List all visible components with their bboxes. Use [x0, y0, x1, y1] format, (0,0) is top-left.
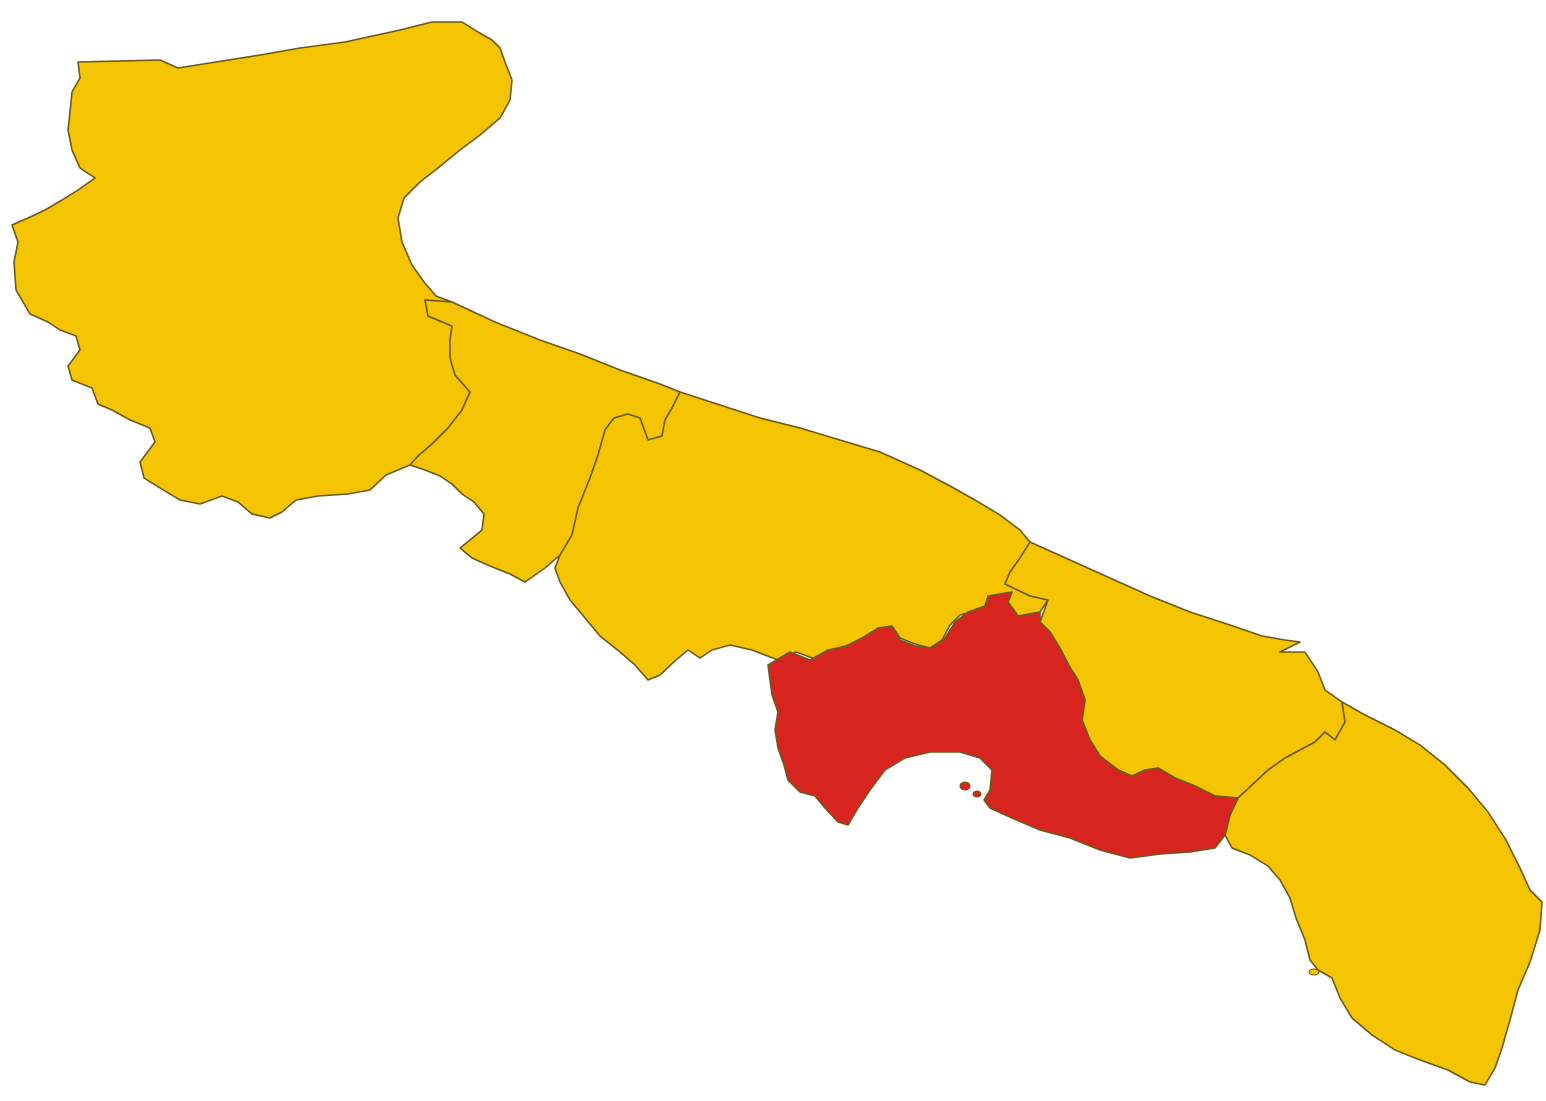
island-cheradi-2	[972, 790, 982, 798]
province-foggia[interactable]	[11, 21, 513, 519]
province-taranto[interactable]	[767, 591, 1239, 859]
province-lecce[interactable]	[1224, 701, 1543, 1086]
island-lecce	[1308, 968, 1320, 976]
island-cheradi-1	[959, 781, 971, 791]
